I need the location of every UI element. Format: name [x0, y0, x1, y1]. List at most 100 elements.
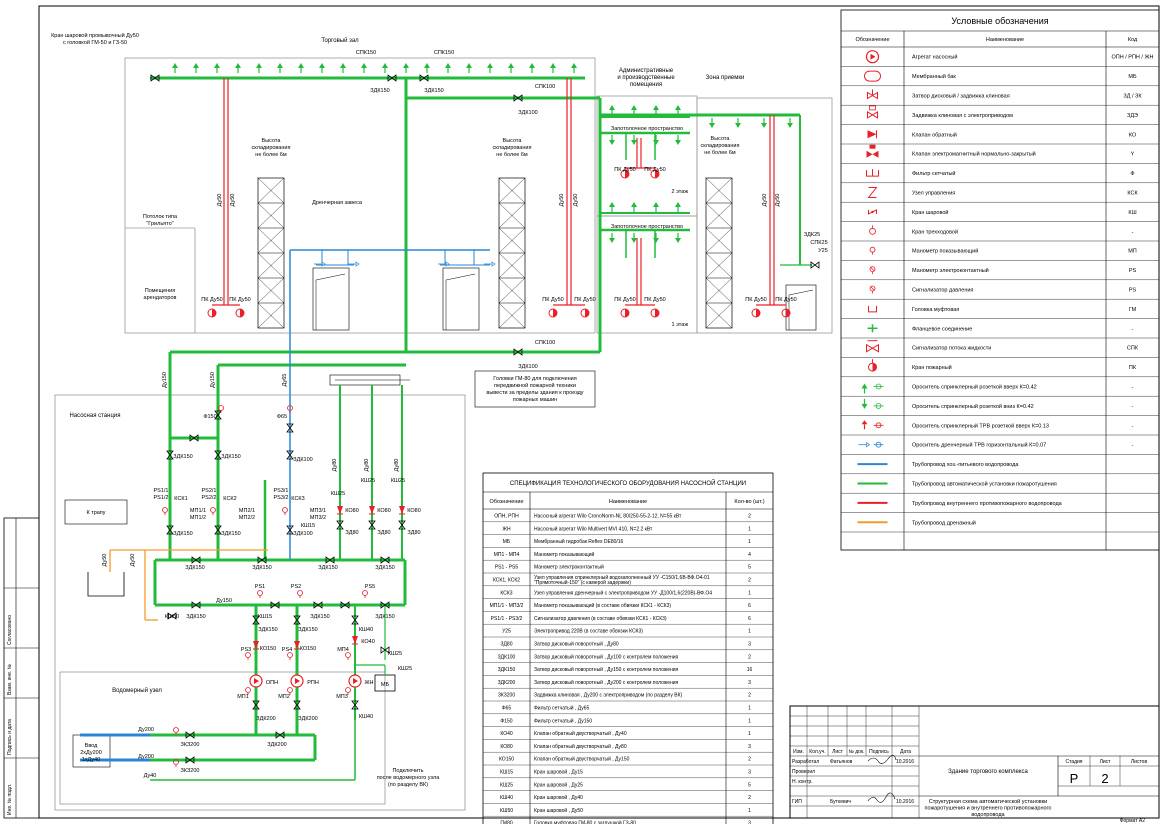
- hydrant-label: ПК Ду50: [574, 297, 595, 303]
- spec-qty: 3: [748, 770, 751, 776]
- valve-label: ЗДК150: [186, 614, 205, 620]
- pipe-dn: Ду80: [332, 459, 338, 472]
- gauge-label: РS1: [255, 584, 265, 590]
- legend-symbol-icon: [860, 398, 884, 410]
- storage-height: не более 6м: [496, 152, 528, 158]
- stamp-col: Подпись: [869, 749, 889, 755]
- fire-hose-note: Головки ГМ-80 для подключения: [493, 376, 576, 382]
- spec-qty: 1: [748, 590, 751, 596]
- legend-symbol-icon: [869, 285, 876, 294]
- side-label: Инв. № подл.: [7, 784, 13, 815]
- spec-name: Затвор дисковый поворотный , Ду200 с кон…: [534, 679, 679, 686]
- spec-name: Задвижка клиновая , Ду200 с электроприво…: [534, 693, 682, 699]
- gauge-label: РS5: [365, 584, 375, 590]
- spec-name: "Прямоточный-150" (с камерой задержки): [534, 579, 631, 586]
- legend-code: -: [1132, 229, 1134, 235]
- pipe-dn: Ду200: [138, 754, 154, 760]
- pipe-dn: Ду50: [573, 194, 579, 207]
- filter-label: Ф65: [277, 414, 287, 420]
- fire-hose-note: передвижной пожарной техники: [494, 382, 576, 389]
- spec-code: РS1/1 - РS3/2: [491, 616, 523, 622]
- zone-tenant: Помещения: [145, 288, 175, 294]
- storage-height: складирования: [252, 145, 291, 151]
- hydrant-label: ПК Ду50: [229, 297, 250, 303]
- legend-row: Фланцевое соединение-: [841, 324, 1159, 339]
- spec-qty: 1: [748, 526, 751, 532]
- pipe-dn: Ду80: [364, 459, 370, 472]
- sprinkler-down-icon: [652, 232, 660, 244]
- connect-note: Подключить: [392, 768, 423, 774]
- pipe-dn: Ду80: [394, 459, 400, 472]
- sprinkler-up-icon: [297, 62, 305, 74]
- pumps: [249, 664, 396, 692]
- control-unit-label: КСК3: [291, 496, 304, 502]
- legend-code: -: [1132, 423, 1134, 429]
- gauge-label: МП1/2: [190, 515, 206, 521]
- valve-label: КО80: [377, 508, 391, 514]
- legend-code: МП: [1128, 249, 1137, 255]
- valve-label: ЗДК150: [318, 565, 337, 571]
- spec-name: Затвор дисковый поворотный , Ду100 с кон…: [534, 653, 679, 660]
- legend-code: -: [1132, 385, 1134, 391]
- sprinkler-up-icon: [318, 62, 326, 74]
- sprinkler-down-icon: [708, 117, 716, 129]
- sprinkler-down-icon: [652, 134, 660, 146]
- spec-qty: 1: [748, 629, 751, 635]
- valve-label: КШ40: [359, 627, 373, 633]
- legend-symbol-icon: [868, 209, 877, 215]
- legend-symbol-icon: [866, 340, 879, 353]
- spec-name: Фильтр сетчатый , Ду65: [534, 705, 589, 712]
- zone-admin: помещения: [630, 82, 662, 88]
- sprinkler-up-icon: [652, 201, 660, 213]
- valve-label: КШ25: [391, 478, 405, 484]
- hydrant-label: ПК Ду50: [614, 297, 635, 303]
- to-tray: К трапу: [86, 510, 105, 516]
- spec-name: Узел управления спринклерный водозаполне…: [534, 574, 710, 581]
- gauge-label: РS2/2: [202, 495, 217, 501]
- legend-symbol-icon: [860, 382, 884, 395]
- zone-drencher: Дренчерная завеса: [312, 200, 363, 206]
- legend-code: -: [1132, 326, 1134, 332]
- valve-label: ЗД80: [377, 530, 390, 536]
- valve-label: ЗД80: [345, 530, 358, 536]
- control-unit-label: КСК2: [223, 496, 236, 502]
- sprinkler-down-icon: [630, 134, 638, 146]
- spec-qty: 2: [748, 578, 751, 584]
- spec-name: Кран шаровой , Ду50: [534, 807, 583, 814]
- valve-label: ЗКЗ200: [181, 768, 200, 774]
- valve-label: КО80: [345, 508, 359, 514]
- spec-code: КСК3: [500, 590, 512, 596]
- sprinklers-trade-hall: [171, 62, 578, 74]
- sprinkler-up-icon: [339, 62, 347, 74]
- gauge-label: МП2/1: [239, 508, 255, 514]
- legend-title: Условные обозначения: [951, 16, 1048, 26]
- spec-qty: 2: [748, 795, 751, 801]
- storage-height: Высота: [711, 136, 731, 142]
- zone-trade-hall: Торговый зал: [321, 37, 359, 44]
- drain-pipes: [109, 549, 268, 621]
- legend-name: Ороситель спринклерный ТРВ розеткой ввер…: [912, 422, 1049, 429]
- spec-name: Головка муфтовая ГМ-80 с заглушкой ГЗ-80: [534, 820, 636, 824]
- valve-label: ЗД80: [407, 530, 420, 536]
- side-label: Взам. инв. №: [7, 664, 13, 695]
- legend-symbol-icon: [867, 89, 878, 100]
- hydrant-label: ПК Ду50: [644, 297, 665, 303]
- spec-head: Обозначение: [489, 499, 523, 505]
- valve-label: ЗДК150: [310, 614, 329, 620]
- stamp-stage-head: Стадия: [1065, 759, 1082, 765]
- stamp-col: Лист: [832, 749, 844, 755]
